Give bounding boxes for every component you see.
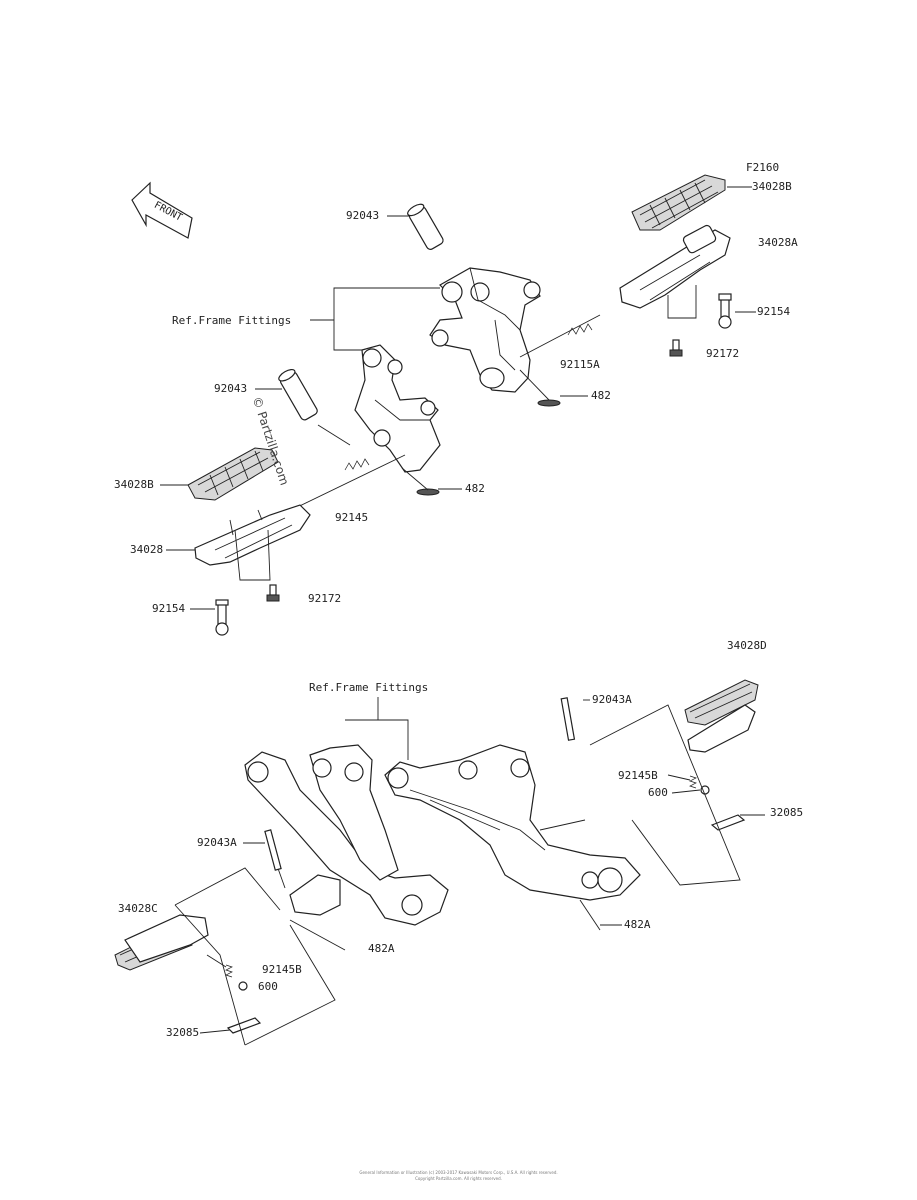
upper-right-footpeg (619, 174, 732, 357)
label-482A-left: 482A (368, 942, 395, 955)
label-600-left: 600 (258, 980, 278, 993)
front-arrow-icon: FRONT (131, 181, 193, 239)
label-92145B-left: 92145B (262, 963, 302, 976)
lower-left-footpeg (114, 867, 336, 1046)
label-482A-right: 482A (624, 918, 651, 931)
label-92154-left: 92154 (152, 602, 186, 615)
label-600-right: 600 (648, 786, 668, 799)
label-ref-frame-upper: Ref.Frame Fittings (172, 314, 292, 327)
lower-right-footpeg (589, 679, 765, 886)
lower-brackets (244, 697, 641, 951)
label-ref-frame-lower: Ref.Frame Fittings (309, 681, 429, 694)
label-34028B-left: 34028B (114, 478, 154, 491)
label-92043A-left: 92043A (197, 836, 237, 849)
label-92145B-right: 92145B (618, 769, 658, 782)
label-92043-left: 92043 (214, 382, 248, 395)
upper-left-footpeg (187, 447, 311, 636)
label-32085-left: 32085 (166, 1026, 200, 1039)
label-34028: 34028 (130, 543, 164, 556)
label-92043A-right: 92043A (592, 693, 632, 706)
label-92145: 92145 (335, 511, 369, 524)
label-92043-top: 92043 (346, 209, 380, 222)
upper-left-bracket (249, 287, 441, 531)
footer-copyright: General Information or Illustration (c) … (359, 1170, 558, 1175)
upper-right-bracket (407, 203, 601, 407)
label-92172-right: 92172 (706, 347, 740, 360)
label-92115A: 92115A (560, 358, 600, 371)
label-34028C: 34028C (118, 902, 158, 915)
figure-code: F2160 (746, 161, 780, 174)
label-92172-left: 92172 (308, 592, 342, 605)
label-92154-right: 92154 (757, 305, 791, 318)
leader-lines (160, 186, 756, 926)
footer-copyright-2: Copyright Partzilla.com. All rights rese… (415, 1176, 502, 1181)
label-34028A: 34028A (758, 236, 798, 249)
label-482-mid: 482 (465, 482, 485, 495)
label-482-upper-right: 482 (591, 389, 611, 402)
label-34028D: 34028D (727, 639, 767, 652)
label-34028B-right: 34028B (752, 180, 792, 193)
label-32085-right: 32085 (770, 806, 804, 819)
